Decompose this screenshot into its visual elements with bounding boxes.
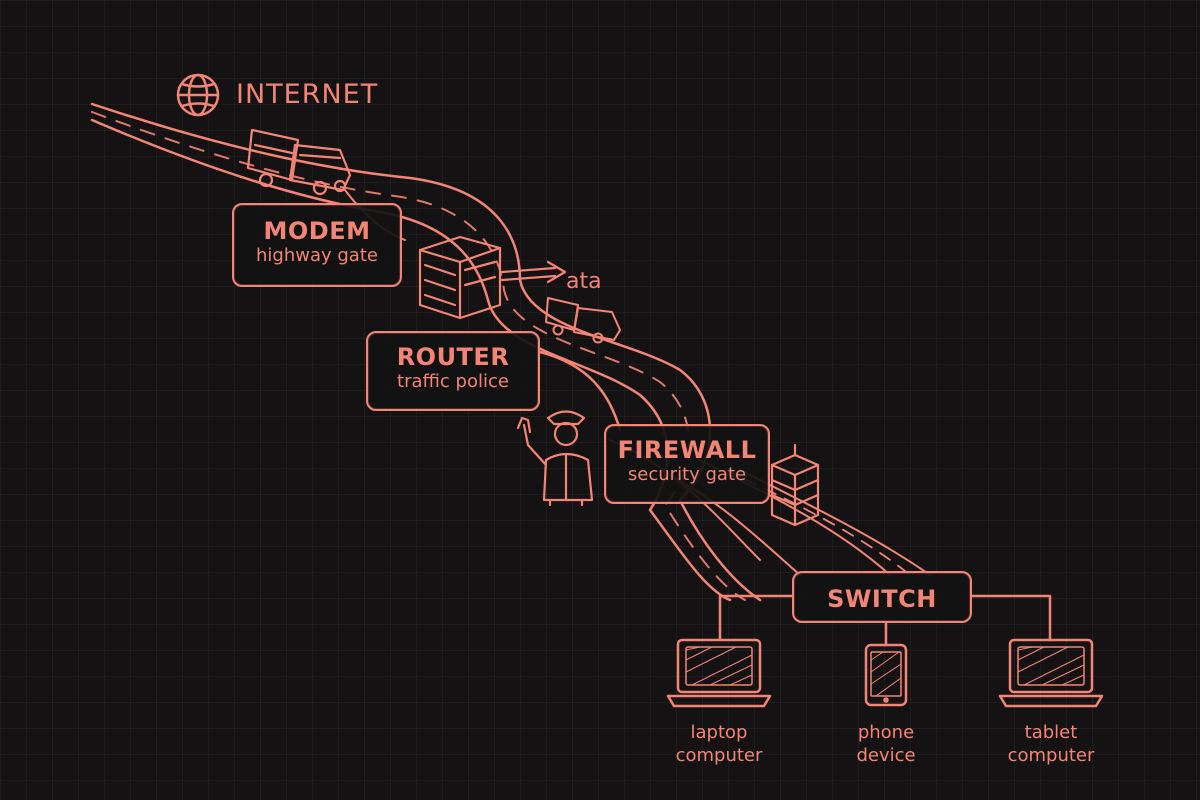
data-label: ata — [566, 269, 602, 294]
modem-box: MODEM highway gate — [232, 203, 402, 287]
phone-label: phone device — [836, 722, 936, 767]
tablet-icon — [998, 638, 1104, 708]
data-arrow-icon — [500, 260, 567, 284]
modem-tower-icon — [418, 235, 502, 320]
router-subtitle: traffic police — [397, 371, 509, 392]
globe-icon — [176, 73, 220, 117]
tablet-label-line1: tablet — [1024, 722, 1078, 743]
switch-connections — [718, 594, 1052, 647]
delivery-truck-icon — [246, 128, 352, 196]
phone-label-line2: device — [856, 744, 916, 766]
laptop-label: laptop computer — [664, 722, 774, 767]
laptop-icon — [666, 638, 772, 708]
switch-title: SWITCH — [827, 585, 937, 613]
laptop-label-line2: computer — [675, 744, 763, 766]
firewall-title: FIREWALL — [617, 436, 757, 464]
modem-title: MODEM — [263, 217, 371, 245]
firewall-tower-icon — [770, 443, 820, 527]
laptop-label-line1: laptop — [690, 722, 748, 743]
firewall-box: FIREWALL security gate — [604, 424, 770, 504]
small-truck-icon — [545, 297, 621, 344]
phone-icon — [864, 643, 908, 707]
router-box: ROUTER traffic police — [366, 331, 540, 411]
phone-label-line1: phone — [857, 722, 915, 743]
traffic-police-icon — [516, 410, 594, 507]
router-title: ROUTER — [396, 343, 510, 371]
tablet-label-line2: computer — [1007, 744, 1095, 766]
tablet-label: tablet computer — [996, 722, 1106, 767]
firewall-subtitle: security gate — [627, 464, 747, 485]
switch-box: SWITCH — [792, 571, 972, 623]
internet-label: INTERNET — [236, 79, 379, 110]
modem-subtitle: highway gate — [256, 245, 378, 266]
